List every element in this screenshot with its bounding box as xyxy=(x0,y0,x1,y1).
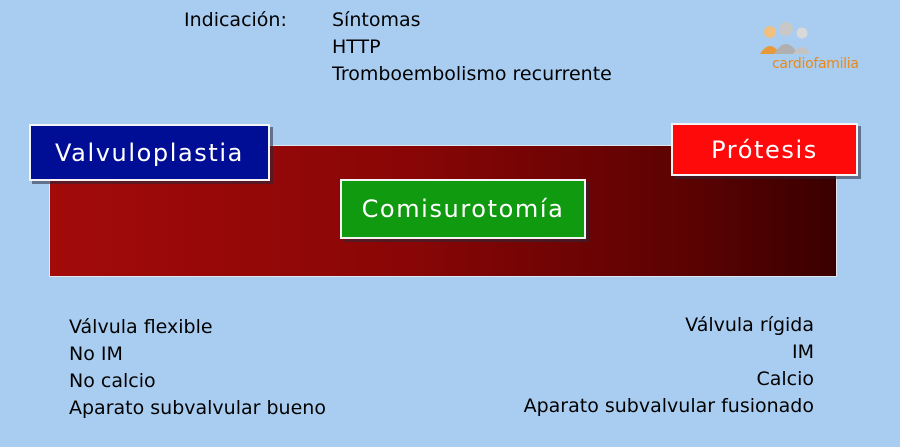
valvuloplastia-box: Valvuloplastia xyxy=(29,124,270,181)
left-criterion: Válvula flexible xyxy=(69,316,213,338)
right-criterion: IM xyxy=(792,341,814,363)
indication-item: Síntomas xyxy=(332,9,421,31)
right-criterion: Válvula rígida xyxy=(685,314,814,336)
indication-label: Indicación: xyxy=(184,9,287,31)
cardiofamilia-logo: cardiofamilia xyxy=(752,22,876,74)
people-group-icon xyxy=(760,22,811,54)
left-criterion: Aparato subvalvular bueno xyxy=(69,397,326,419)
left-criteria-list: Válvula flexible No IM No calcio Aparato… xyxy=(69,314,326,422)
protesis-box: Prótesis xyxy=(671,123,858,176)
right-criterion: Calcio xyxy=(756,368,814,390)
logo-text: cardiofamilia xyxy=(772,56,859,72)
indication-item: Tromboembolismo recurrente xyxy=(332,63,612,85)
right-criteria-list: Válvula rígida IM Calcio Aparato subvalv… xyxy=(524,312,814,420)
indication-list: Síntomas HTTP Tromboembolismo recurrente xyxy=(332,7,612,88)
right-criterion: Aparato subvalvular fusionado xyxy=(523,395,814,417)
left-criterion: No IM xyxy=(69,343,123,365)
indication-item: HTTP xyxy=(332,36,381,58)
comisurotomia-box: Comisurotomía xyxy=(340,179,586,239)
left-criterion: No calcio xyxy=(69,370,156,392)
